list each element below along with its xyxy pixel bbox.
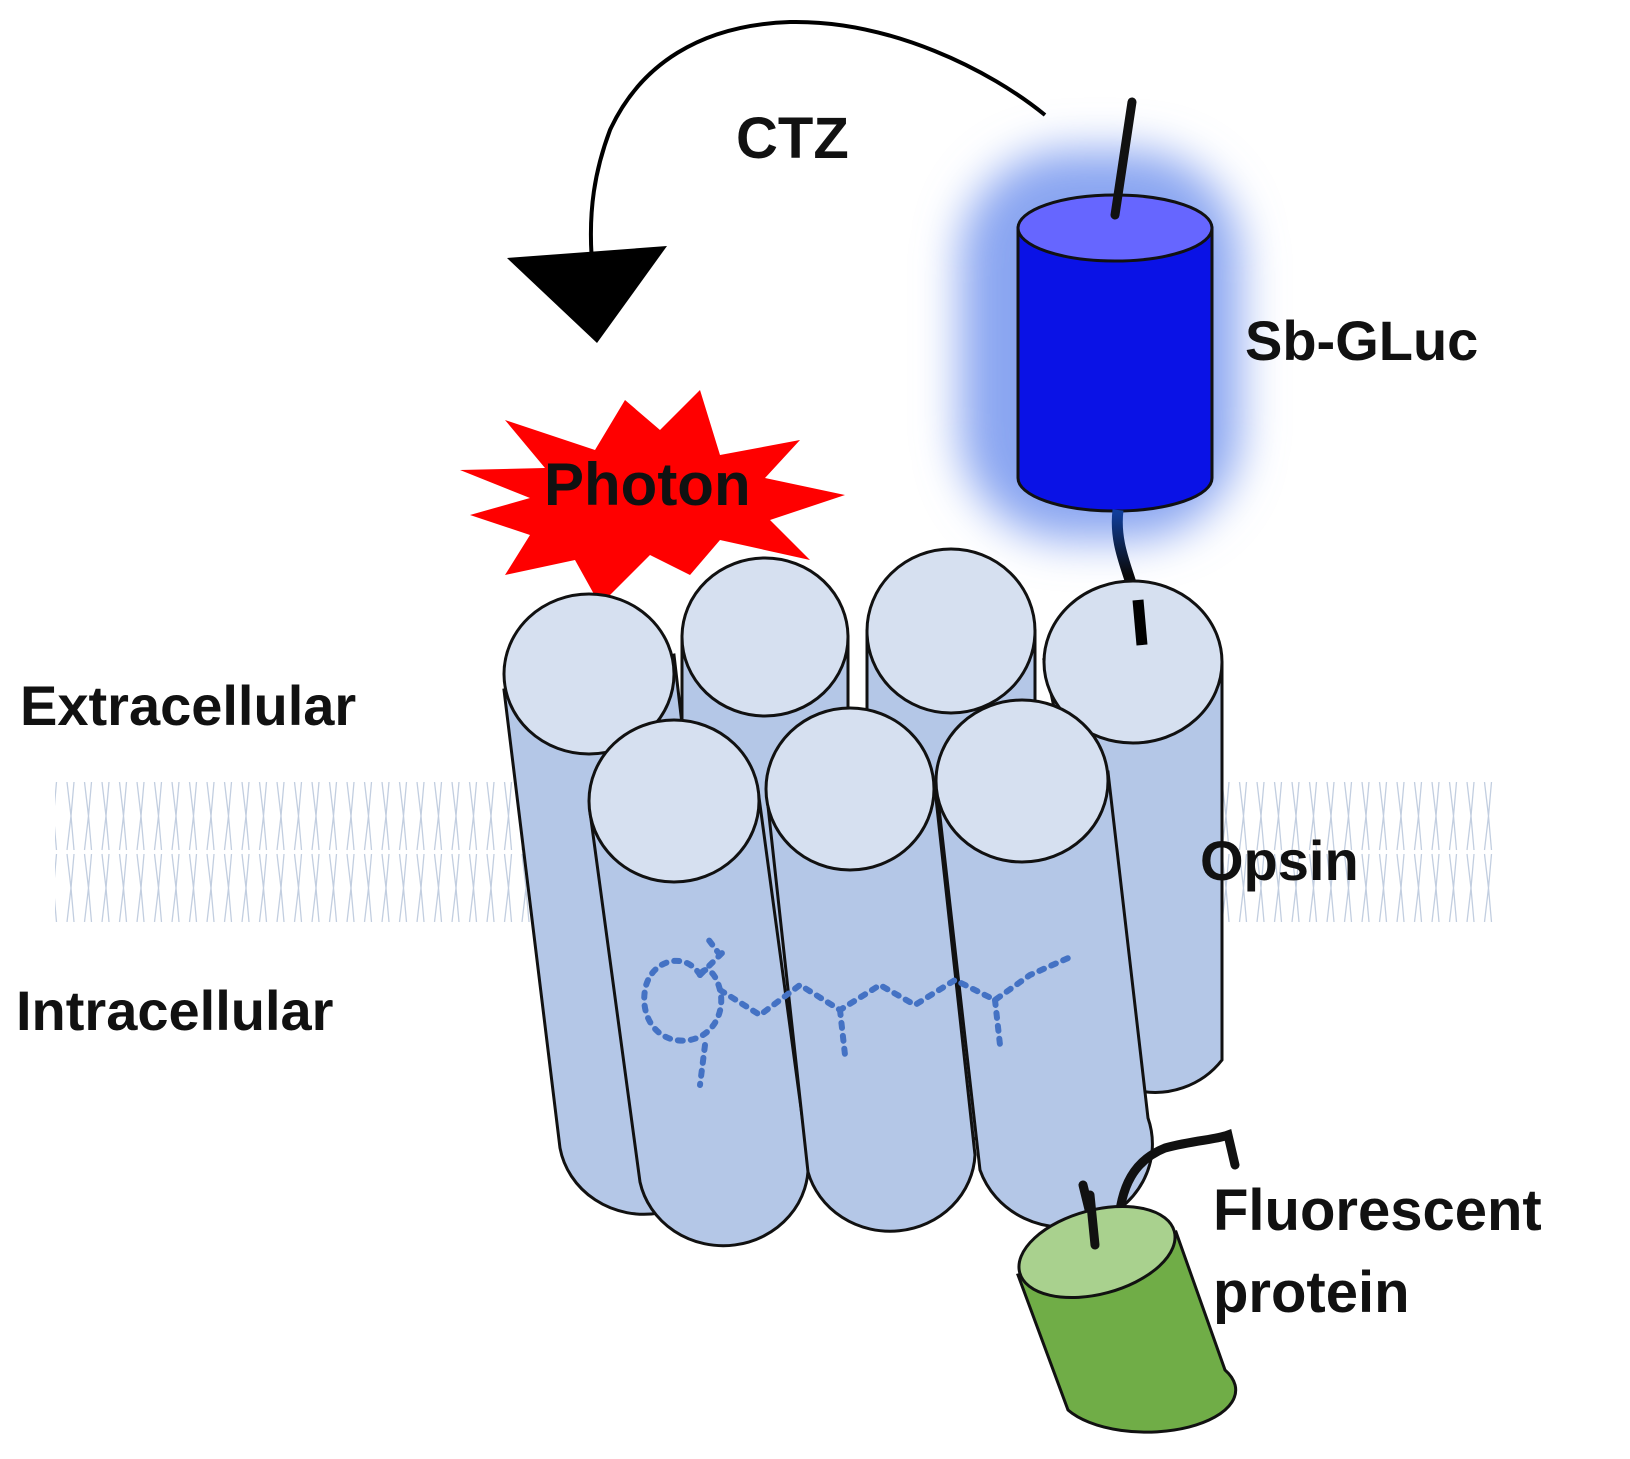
- photon-burst: [460, 390, 845, 605]
- sb-gluc-label: Sb-GLuc: [1245, 309, 1478, 372]
- opsin-label: Opsin: [1200, 829, 1359, 892]
- fluorescent-protein: [1016, 1128, 1240, 1434]
- extracellular-label: Extracellular: [20, 674, 356, 737]
- fluorescent-protein-label-line2: protein: [1213, 1260, 1410, 1325]
- photon-label: Photon: [544, 451, 751, 518]
- retinal-chromophore: [641, 932, 1078, 1088]
- helix-front-2: [764, 706, 977, 1233]
- arrowhead-icon: [507, 246, 667, 343]
- ctz-arrow: [507, 19, 1047, 343]
- intracellular-label: Intracellular: [16, 979, 333, 1042]
- helix-front-1: [587, 718, 810, 1248]
- sb-gluc-cylinder: [1016, 97, 1214, 513]
- ctz-label: CTZ: [736, 106, 849, 171]
- fluorescent-protein-label-line1: Fluorescent: [1213, 1178, 1542, 1243]
- helix-front-3: [934, 698, 1154, 1229]
- opsin-helices: [502, 547, 1224, 1248]
